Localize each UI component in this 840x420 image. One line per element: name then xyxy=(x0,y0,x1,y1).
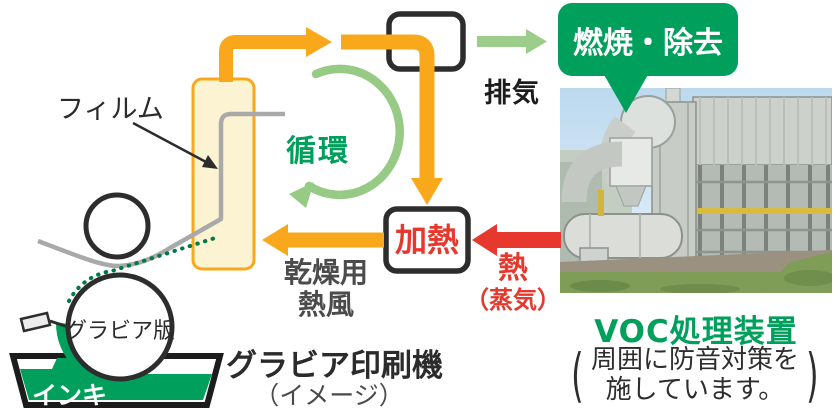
combustion-bubble: 燃焼・除去 xyxy=(558,3,738,76)
exhaust-label: 排気 xyxy=(484,78,540,109)
gravure-plate-label: グラビア版 xyxy=(64,319,175,344)
steam-heat-arrow xyxy=(472,224,561,256)
voc-note: ( 周囲に防音対策を 施しています。 ) xyxy=(550,344,840,406)
drying-air-label: 乾燥用 熱風 xyxy=(260,257,392,321)
voc-title: VOC処理装置 xyxy=(594,314,798,350)
drying-air-line1: 乾燥用 xyxy=(283,256,368,289)
impression-roller xyxy=(83,192,151,260)
machine-subtitle: （イメージ） xyxy=(254,381,404,410)
voc-note-line1: 周囲に防音対策を xyxy=(590,345,799,375)
exhaust-arrow xyxy=(477,29,547,54)
note-close-paren: ) xyxy=(806,341,819,409)
heating-box-label: 加熱 xyxy=(394,221,459,259)
voc-note-text: 周囲に防音対策を 施しています。 xyxy=(591,345,799,405)
circulation-arrow xyxy=(289,64,404,208)
heat-steam-label: 熱 （蒸気） xyxy=(452,251,574,315)
ink-dotted-path xyxy=(67,236,217,303)
steam-label: （蒸気） xyxy=(465,286,561,314)
heating-box xyxy=(383,206,471,274)
film-path xyxy=(37,111,285,269)
circulation-label: 循環 xyxy=(286,134,350,169)
ink-label: インキ xyxy=(32,381,108,410)
combustion-bubble-pointer-icon xyxy=(603,73,649,113)
dryer-box xyxy=(191,77,256,271)
voc-note-line2: 施しています。 xyxy=(605,375,785,405)
drying-air-line2: 熱風 xyxy=(297,288,354,321)
heat-label: 熱 xyxy=(498,251,528,286)
combustion-bubble-text: 燃焼・除去 xyxy=(573,25,723,61)
voc-equipment-photo xyxy=(560,88,832,293)
doctor-blade xyxy=(19,311,69,333)
film-label: フィルム xyxy=(57,94,164,125)
note-open-paren: ( xyxy=(571,341,584,409)
machine-title: グラビア印刷機 xyxy=(226,348,443,384)
film-pointer-arrow xyxy=(132,121,218,169)
hot-air-flow-arrows xyxy=(219,27,443,256)
